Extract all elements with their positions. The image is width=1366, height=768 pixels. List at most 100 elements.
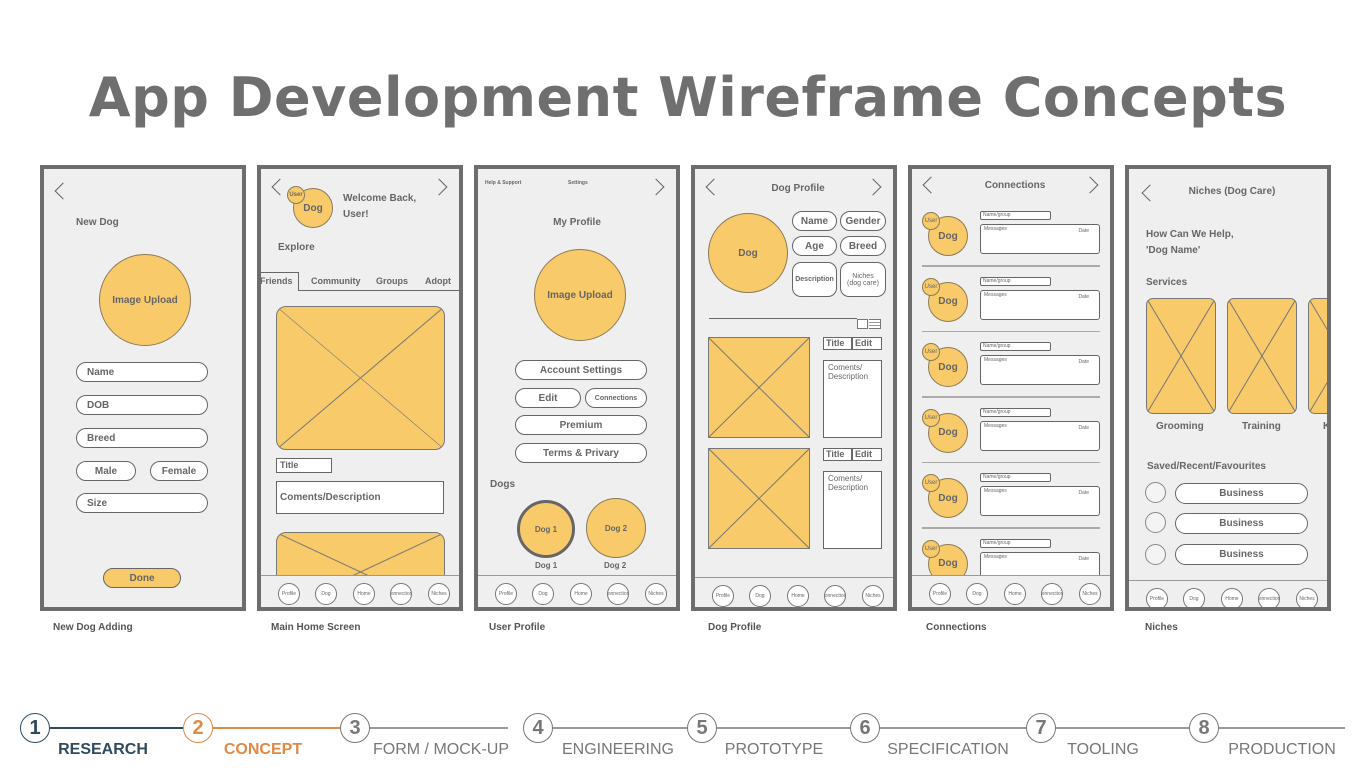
- description-field-2[interactable]: Coments/ Description: [823, 471, 882, 549]
- step-5-label[interactable]: PROTOTYPE: [724, 741, 824, 758]
- dob-field[interactable]: DOB: [76, 395, 208, 415]
- step-2-label[interactable]: CONCEPT: [223, 741, 303, 758]
- step-3-label[interactable]: FORM / MOCK-UP: [373, 741, 509, 758]
- image-upload[interactable]: Image Upload: [99, 254, 191, 346]
- name-group-field[interactable]: Name/group: [980, 407, 1051, 417]
- help-support-link[interactable]: Help & Support: [485, 180, 522, 186]
- user-avatar[interactable]: User: [922, 539, 940, 558]
- dog-avatar[interactable]: Dog: [708, 213, 788, 293]
- step-7-circle[interactable]: 7: [1026, 713, 1056, 743]
- dog-avatar[interactable]: Dog: [928, 281, 968, 322]
- male-option[interactable]: Male: [76, 461, 136, 481]
- nav-dog-button[interactable]: Dog: [966, 583, 988, 605]
- post-title-field[interactable]: Title: [276, 458, 332, 473]
- dog-1-avatar[interactable]: Dog 1: [517, 500, 575, 558]
- nav-dog-button[interactable]: Dog: [532, 583, 554, 605]
- tab-friends[interactable]: Friends: [261, 272, 299, 291]
- nav-niches-button[interactable]: Niches: [645, 583, 667, 605]
- nav-home-button[interactable]: Home: [570, 583, 592, 605]
- name-group-field[interactable]: Name/group: [980, 538, 1051, 548]
- nav-connections-button[interactable]: Connections: [390, 583, 412, 605]
- nav-connections-button[interactable]: Connections: [607, 583, 629, 605]
- business-item-2[interactable]: Business: [1175, 513, 1308, 534]
- nav-home-button[interactable]: Home: [353, 583, 375, 605]
- nav-dog-button[interactable]: Dog: [749, 585, 771, 607]
- service-card-training[interactable]: [1227, 298, 1297, 414]
- size-field[interactable]: Size: [76, 493, 208, 513]
- list-view-icon[interactable]: [869, 319, 881, 329]
- nav-connections-button[interactable]: Connections: [1041, 583, 1063, 605]
- female-option[interactable]: Female: [150, 461, 208, 481]
- nav-home-button[interactable]: Home: [1004, 583, 1026, 605]
- nav-home-button[interactable]: Home: [787, 585, 809, 607]
- nav-dog-button[interactable]: Dog: [1183, 588, 1205, 607]
- gender-pill[interactable]: Gender: [840, 211, 886, 231]
- step-4-label[interactable]: ENGINEERING: [561, 741, 674, 758]
- service-card-3[interactable]: [1308, 298, 1327, 414]
- step-8-label[interactable]: PRODUCTION: [1228, 741, 1336, 758]
- grid-view-icon[interactable]: [857, 319, 868, 329]
- step-6-label[interactable]: SPECIFICATION: [887, 741, 1009, 758]
- tab-community[interactable]: Community: [311, 276, 361, 286]
- terms-privacy-button[interactable]: Terms & Privary: [515, 443, 647, 463]
- business-item-1[interactable]: Business: [1175, 483, 1308, 504]
- business-avatar-1[interactable]: [1145, 482, 1166, 503]
- step-1-circle[interactable]: 1: [20, 713, 50, 743]
- user-avatar[interactable]: User: [922, 408, 940, 427]
- user-avatar[interactable]: User: [287, 186, 305, 204]
- title-field-2[interactable]: Title: [823, 448, 852, 461]
- nav-dog-button[interactable]: Dog: [315, 583, 337, 605]
- back-chevron-icon[interactable]: [54, 182, 72, 200]
- nav-niches-button[interactable]: Niches: [428, 583, 450, 605]
- image-upload[interactable]: Image Upload: [534, 249, 626, 341]
- name-group-field[interactable]: Name/group: [980, 342, 1051, 351]
- age-pill[interactable]: Age: [792, 236, 837, 256]
- description-pill[interactable]: Description: [792, 262, 837, 297]
- nav-profile-button[interactable]: Profile: [1146, 588, 1168, 607]
- edit-button-1[interactable]: Edit: [852, 337, 882, 350]
- title-field-1[interactable]: Title: [823, 337, 852, 350]
- step-5-circle[interactable]: 5: [687, 713, 717, 743]
- account-settings-button[interactable]: Account Settings: [515, 360, 647, 380]
- name-field[interactable]: Name: [76, 362, 208, 382]
- nav-niches-button[interactable]: Niches: [862, 585, 884, 607]
- post-description-field[interactable]: Coments/Description: [276, 481, 444, 514]
- nav-profile-button[interactable]: Profile: [712, 585, 734, 607]
- edit-button[interactable]: Edit: [515, 388, 581, 408]
- user-avatar[interactable]: User: [922, 343, 940, 361]
- business-avatar-3[interactable]: [1145, 544, 1166, 565]
- edit-button-2[interactable]: Edit: [852, 448, 882, 461]
- nav-profile-button[interactable]: Profile: [495, 583, 517, 605]
- name-group-field[interactable]: Name/group: [980, 211, 1051, 220]
- tab-adopt[interactable]: Adopt: [425, 276, 451, 286]
- user-avatar[interactable]: User: [922, 474, 940, 492]
- nav-home-button[interactable]: Home: [1221, 588, 1243, 607]
- nav-niches-button[interactable]: Niches: [1296, 588, 1318, 607]
- name-group-field[interactable]: Name/group: [980, 276, 1051, 286]
- forward-chevron-icon[interactable]: [430, 178, 448, 196]
- service-card-grooming[interactable]: [1146, 298, 1216, 414]
- forward-chevron-icon[interactable]: [647, 178, 665, 196]
- niches-pill[interactable]: Niches (dog care): [840, 262, 886, 297]
- business-avatar-2[interactable]: [1145, 512, 1166, 533]
- user-avatar[interactable]: User: [922, 277, 940, 296]
- step-3-circle[interactable]: 3: [340, 713, 370, 743]
- description-field-1[interactable]: Coments/ Description: [823, 360, 882, 438]
- step-1-label[interactable]: RESEARCH: [58, 741, 148, 758]
- step-7-label[interactable]: TOOLING: [1067, 741, 1139, 758]
- nav-profile-button[interactable]: Profile: [929, 583, 951, 605]
- business-item-3[interactable]: Business: [1175, 544, 1308, 565]
- step-6-circle[interactable]: 6: [850, 713, 880, 743]
- breed-pill[interactable]: Breed: [840, 236, 886, 256]
- name-pill[interactable]: Name: [792, 211, 837, 231]
- connections-button[interactable]: Connections: [585, 388, 647, 408]
- settings-link[interactable]: Settings: [568, 180, 588, 186]
- step-4-circle[interactable]: 4: [523, 713, 553, 743]
- premium-button[interactable]: Premium: [515, 415, 647, 435]
- nav-connections-button[interactable]: Connections: [1258, 588, 1280, 607]
